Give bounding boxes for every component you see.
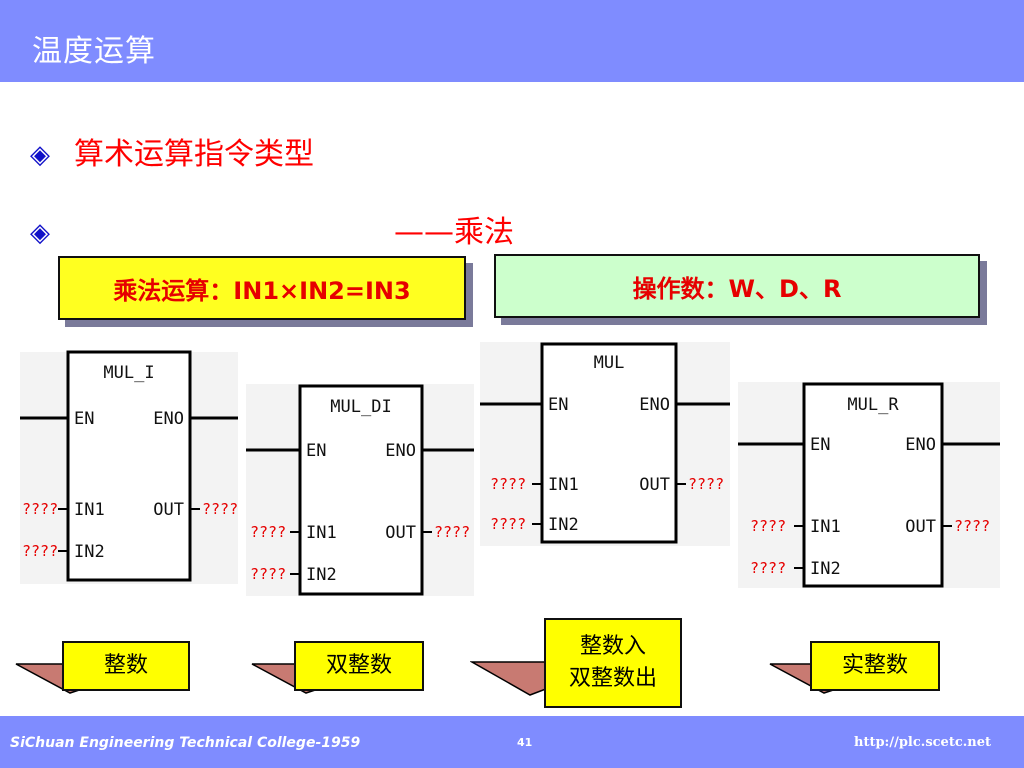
in2-placeholder: ???? (750, 559, 786, 577)
operands-text: 操作数：W、D、R (632, 274, 842, 303)
pin-en: EN (306, 441, 326, 461)
pin-in2: IN2 (306, 565, 337, 585)
in2-placeholder: ???? (250, 565, 286, 583)
tag-line: 整数入 (579, 634, 646, 659)
out-placeholder: ???? (688, 475, 724, 493)
slide-title: 温度运算 (32, 34, 156, 69)
pin-en: EN (548, 395, 568, 415)
page-number: 41 (517, 736, 533, 749)
footer-bar: SiChuan Engineering Technical College-19… (0, 716, 1024, 768)
tag-line: 双整数出 (568, 666, 657, 691)
block-name: MUL (594, 353, 625, 373)
tag-line: 实整数 (841, 653, 908, 678)
tag-line: 双整数 (325, 653, 392, 678)
footer-college: SiChuan Engineering Technical College-19… (10, 735, 361, 751)
formula-text: 乘法运算：IN1×IN2=IN3 (113, 276, 411, 305)
tag-integer: 整数 (62, 641, 190, 691)
in2-placeholder: ???? (22, 542, 58, 560)
pin-eno: ENO (905, 435, 936, 455)
tag-double-integer: 双整数 (294, 641, 424, 691)
in1-placeholder: ???? (750, 517, 786, 535)
pin-in1: IN1 (306, 523, 337, 543)
operands-box: 操作数：W、D、R (494, 254, 980, 318)
title-bar: 温度运算 (0, 0, 1024, 82)
pin-eno: ENO (639, 395, 670, 415)
pin-in2: IN2 (810, 559, 841, 579)
block-name: MUL_I (103, 363, 154, 383)
function-block-mul: MUL EN ENO IN1 OUT IN2 ???? ???? ???? (480, 342, 730, 546)
out-placeholder: ???? (202, 500, 238, 518)
tag-real: 实整数 (810, 641, 940, 691)
function-block-mul-i: MUL_I EN ENO IN1 OUT IN2 ???? ???? ???? (20, 350, 238, 584)
pin-eno: ENO (153, 409, 184, 429)
tag-int-in-dint-out: 整数入 双整数出 (544, 618, 682, 708)
in1-placeholder: ???? (250, 523, 286, 541)
pin-out: OUT (153, 500, 184, 520)
pin-in2: IN2 (548, 515, 579, 535)
pin-in1: IN1 (74, 500, 105, 520)
pin-en: EN (74, 409, 94, 429)
pin-in2: IN2 (74, 542, 105, 562)
pin-out: OUT (639, 475, 670, 495)
pin-out: OUT (385, 523, 416, 543)
tag-line: 整数 (103, 653, 148, 678)
in2-placeholder: ???? (490, 515, 526, 533)
diamond-icon: ◈ (30, 218, 50, 248)
bullet-text-arith-types: 算术运算指令类型 (74, 137, 314, 172)
block-name: MUL_DI (330, 397, 391, 417)
block-name: MUL_R (847, 395, 899, 415)
formula-box: 乘法运算：IN1×IN2=IN3 (58, 256, 466, 320)
pin-en: EN (810, 435, 830, 455)
pin-out: OUT (905, 517, 936, 537)
pin-in1: IN1 (548, 475, 579, 495)
out-placeholder: ???? (954, 517, 990, 535)
out-placeholder: ???? (434, 523, 470, 541)
in1-placeholder: ???? (490, 475, 526, 493)
diamond-icon: ◈ (30, 140, 50, 170)
pin-in1: IN1 (810, 517, 841, 537)
pin-eno: ENO (385, 441, 416, 461)
bullet-text-multiplication: ——乘法 (394, 215, 514, 250)
footer-url: http://plc.scetc.net (854, 735, 991, 750)
function-block-mul-r: MUL_R EN ENO IN1 OUT IN2 ???? ???? ???? (738, 382, 1000, 588)
function-block-mul-di: MUL_DI EN ENO IN1 OUT IN2 ???? ???? ???? (246, 384, 474, 596)
in1-placeholder: ???? (22, 500, 58, 518)
